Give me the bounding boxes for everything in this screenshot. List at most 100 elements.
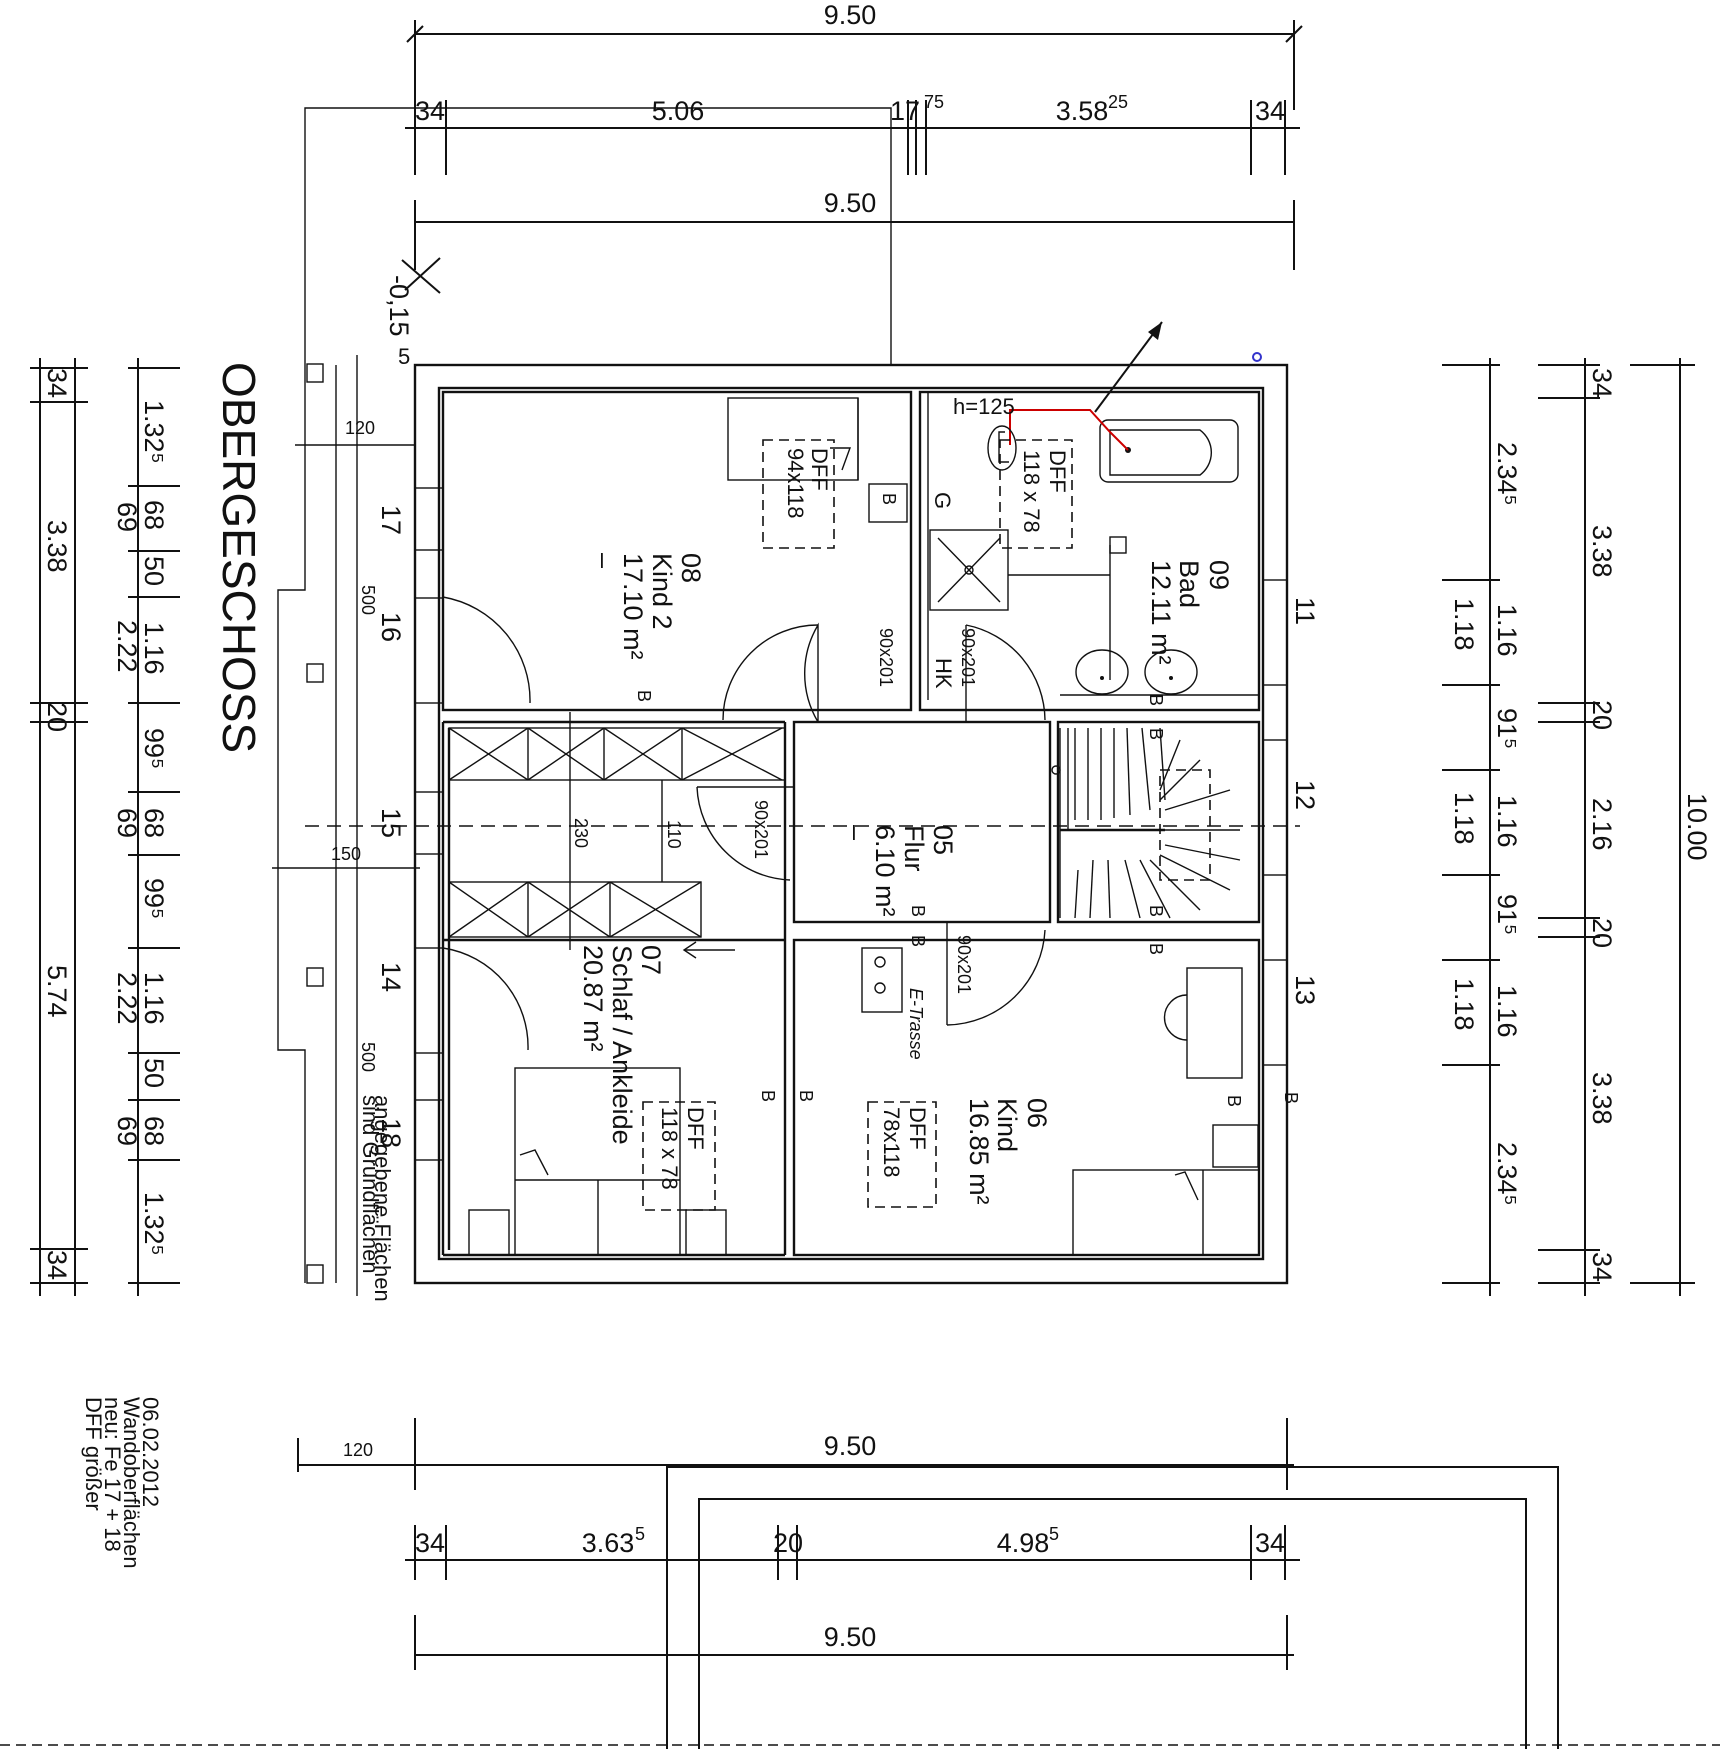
- dim-bottom-total-2: 9.50: [824, 1622, 877, 1652]
- top-dimensions: 9.50 34 5.06 17 75 3.58 25 34 9.50 -0,15: [384, 0, 1303, 337]
- dim-230: 230: [571, 818, 591, 848]
- rev-line-3: DFF größer: [81, 1397, 106, 1511]
- b-label-12: B: [1281, 1092, 1301, 1104]
- dim-right-b-3: 1.16: [1492, 795, 1522, 848]
- b-label-7: B: [758, 1090, 778, 1102]
- dim-top-e: 34: [1255, 96, 1285, 126]
- room-flur-name: Flur: [899, 825, 929, 872]
- left-dimensions: 34 3.38 20 5.74 34 1.32⁵ 68 50 1.16 99⁵ …: [30, 358, 180, 1296]
- dim-left-inner-1: 1.32⁵: [139, 400, 169, 464]
- dim-bottom-b-sup: 5: [635, 1524, 645, 1544]
- dim-right-c-6: 3.38: [1587, 1072, 1617, 1125]
- dim-left-outer-1: 34: [42, 368, 72, 398]
- window-11: 11: [1290, 597, 1320, 625]
- b-label-8: B: [908, 905, 928, 917]
- room-kind-area: 16.85 m²: [964, 1098, 994, 1205]
- dim-bottom-total: 9.50: [824, 1431, 877, 1461]
- b-label-4: B: [1146, 728, 1166, 740]
- windows: 17 16 15 14 18 11 12 13: [376, 487, 1320, 1161]
- dim-bottom-b: 3.63: [582, 1528, 635, 1558]
- room-kind2-name: Kind 2: [647, 553, 677, 630]
- lower-floor-outline: [277, 107, 892, 1283]
- door-bad: 90x201: [958, 628, 978, 687]
- dim-left-mid-2: 2.22: [112, 620, 142, 673]
- dff-kind2-size: 94x118: [783, 448, 808, 519]
- room-kind2-num: 08: [676, 553, 706, 583]
- dim-top-d: 3.58: [1056, 96, 1109, 126]
- dim-120: 120: [345, 418, 375, 438]
- dim-right-b-5: 1.16: [1492, 985, 1522, 1038]
- room-bad-name: Bad: [1174, 560, 1204, 608]
- window-18: 18: [376, 1118, 406, 1148]
- dim-left-mid-5: 69: [112, 1116, 142, 1146]
- window-16: 16: [376, 612, 406, 642]
- b-label-6: B: [1146, 943, 1166, 955]
- interior-walls: [441, 390, 1261, 1257]
- b-label-11: B: [1224, 1095, 1244, 1107]
- dff-bad-size: 118 x 78: [1019, 450, 1044, 533]
- room-flur-area: 6.10 m²: [870, 825, 900, 917]
- dim-right-c-2: 3.38: [1587, 525, 1617, 578]
- room-kind: B B E-Trasse 06 Kind 16.85 m² DFF 78x118…: [796, 905, 1301, 1256]
- b-label-9: B: [908, 935, 928, 947]
- dim-right-c-1: 34: [1587, 368, 1617, 398]
- dim-top-c: 17: [890, 96, 920, 126]
- room-kind2-extra: –: [589, 553, 619, 568]
- room-bad-area: 12.11 m²: [1146, 560, 1176, 665]
- dim-bottom-a: 34: [415, 1528, 445, 1558]
- eaves-zone: 120 150 500 500 5 sind Grundflächen ange…: [272, 344, 1300, 1302]
- rev-line-2: neu: Fe 17 + 18: [100, 1397, 125, 1552]
- room-kind-num: 06: [1022, 1098, 1052, 1128]
- dim-left-mid-1: 69: [112, 502, 142, 532]
- room-kind-2: B DFF 94x118 08 Kind 2 17.10 m² – B: [442, 397, 908, 704]
- dim-right-c-7: 34: [1587, 1252, 1617, 1282]
- room-flur: 05 Flur 6.10 m² – B B B: [841, 727, 1241, 955]
- page-title: OBERGESCHOSS: [213, 362, 265, 753]
- dff-kind-label: DFF: [905, 1107, 930, 1150]
- dim-left-inner-3: 50: [139, 556, 169, 586]
- balcony-outline: [0, 1466, 1720, 1749]
- bottom-dimensions: 120 9.50 34 3.63 5 20 4.98 5 34 9.50: [297, 1418, 1300, 1670]
- dim-bottom-d-sup: 5: [1049, 1524, 1059, 1544]
- b-label-5: B: [1146, 905, 1166, 917]
- dim-top-c-sup: 75: [924, 92, 944, 112]
- room-flur-num: 05: [928, 825, 958, 855]
- door-kind2: 90x201: [876, 628, 896, 687]
- dim-left-inner-6: 68: [139, 808, 169, 838]
- dim-left-inner-5: 99⁵: [139, 728, 169, 769]
- room-schlaf: 230 110 07 Schlaf / Ankleide 20.87 m² DF…: [448, 712, 786, 1256]
- b-label-2: B: [634, 690, 654, 702]
- rev-date: 06.02.2012: [138, 1397, 163, 1507]
- dim-left-inner-2: 68: [139, 500, 169, 530]
- outer-walls: [413, 363, 1289, 1285]
- dim-left-mid-3: 69: [112, 808, 142, 838]
- label-g: G: [930, 492, 955, 509]
- label-h125: h=125: [953, 394, 1015, 419]
- room-bad: h=125 DFF 118 x 78 G 09 Bad 12.11 m² HK …: [927, 321, 1262, 706]
- dff-kind-size: 78x118: [879, 1107, 904, 1178]
- b-label-1: B: [879, 493, 899, 505]
- dim-right-c-4: 2.16: [1587, 798, 1617, 851]
- dim-left-inner-8: 1.16: [139, 972, 169, 1025]
- b-label-10: B: [796, 1090, 816, 1102]
- dim-right-b-4: 91⁵: [1492, 894, 1522, 935]
- dim-top-total: 9.50: [824, 0, 877, 30]
- window-17: 17: [376, 505, 406, 535]
- level-mark: -0,15: [384, 275, 414, 337]
- dim-left-inner-9: 50: [139, 1058, 169, 1088]
- doors: 90x201 90x201 90x201 90x201: [442, 622, 1046, 1051]
- window-15: 15: [376, 808, 406, 838]
- label-e-trasse: E-Trasse: [906, 988, 926, 1060]
- note-area-2: sind Grundflächen: [358, 1095, 383, 1274]
- dff-kind2-label: DFF: [807, 448, 832, 491]
- dim-right-c-5: 20: [1587, 918, 1617, 948]
- b-label-3: B: [1146, 694, 1166, 706]
- dim-left-inner-4: 1.16: [139, 622, 169, 675]
- room-bad-num: 09: [1204, 560, 1234, 590]
- dim-left-outer-5: 34: [42, 1250, 72, 1280]
- dff-bad-label: DFF: [1045, 450, 1070, 493]
- room-schlaf-area: 20.87 m²: [578, 945, 608, 1052]
- label-hk: HK: [931, 658, 956, 689]
- dim-right-a-2: 1.18: [1449, 598, 1479, 651]
